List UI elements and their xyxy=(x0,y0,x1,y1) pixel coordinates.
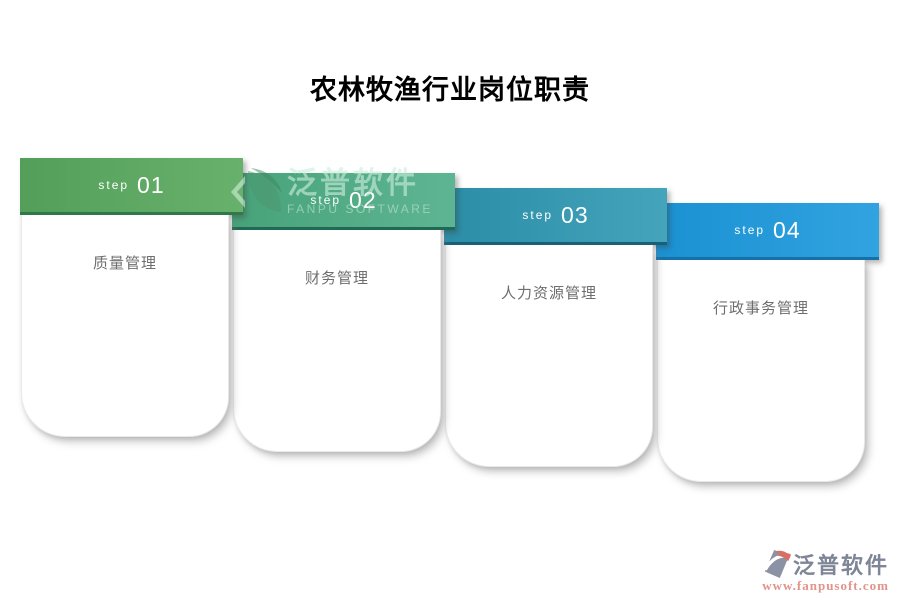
page-title: 农林牧渔行业岗位职责 xyxy=(310,75,590,105)
fanpu-logo-icon xyxy=(763,550,791,578)
step-4-number: 04 xyxy=(773,216,801,243)
watermark-brand-subtext: FANPU SOFTWARE xyxy=(287,201,433,216)
step-4-banner: step 04 xyxy=(656,203,879,260)
fanpu-leaf-watermark-icon xyxy=(231,168,282,212)
step-1-card: 质量管理 xyxy=(21,215,229,437)
step-1-number: 01 xyxy=(137,171,165,198)
footer-brand-text: 泛普软件 xyxy=(792,553,889,578)
step-1-word: step xyxy=(98,178,130,192)
step-2-banner: step 02 xyxy=(232,173,455,230)
step-2-number: 02 xyxy=(349,186,377,213)
footer-brand-row: 泛普软件 xyxy=(762,548,889,580)
step-2-card: 财务管理 xyxy=(233,230,441,452)
step-3-number: 03 xyxy=(561,201,589,228)
step-3-card: 人力资源管理 xyxy=(445,245,653,467)
step-1-banner: step 01 xyxy=(20,158,243,215)
step-4-duty-label: 行政事务管理 xyxy=(712,300,809,317)
fanpu-watermark: 泛普软件 FANPU SOFTWARE xyxy=(231,167,433,217)
watermark-brand-text: 泛普软件 xyxy=(287,166,419,200)
step-3-word: step xyxy=(522,208,554,222)
step-3-duty-label: 人力资源管理 xyxy=(500,285,597,302)
step-4-word: step xyxy=(734,223,766,237)
step-4-card: 行政事务管理 xyxy=(657,260,865,482)
footer-url: www.fanpusoft.com xyxy=(762,578,889,593)
step-3-banner: step 03 xyxy=(444,188,667,245)
step-1-duty-label: 质量管理 xyxy=(92,255,157,272)
step-2-word: step xyxy=(310,193,342,207)
fanpu-footer-logo: 泛普软件 www.fanpusoft.com xyxy=(762,548,889,594)
step-2-duty-label: 财务管理 xyxy=(304,270,369,287)
watermark-text-block: 泛普软件 FANPU SOFTWARE xyxy=(287,166,433,216)
